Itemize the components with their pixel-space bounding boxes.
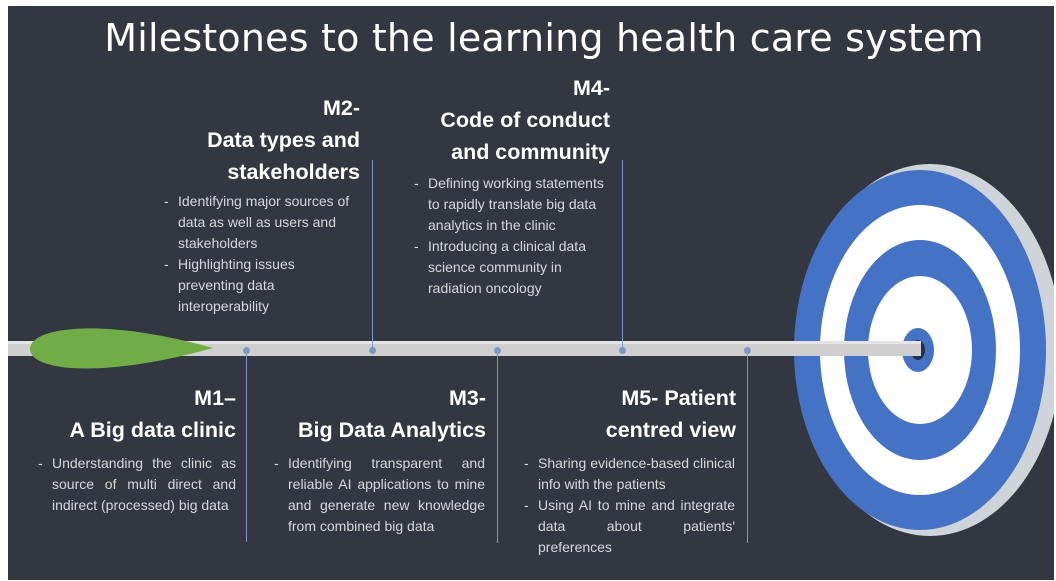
m2-bullet: Identifying major sources of data as wel…: [162, 191, 362, 254]
arrow-icon: [8, 328, 921, 369]
diagram-graphics: [8, 164, 1054, 536]
m2-bullet: Highlighting issues preventing data inte…: [162, 254, 362, 317]
m1-bullet: Understanding the clinic as source of mu…: [36, 453, 236, 516]
page-title: Milestones to the learning health care s…: [104, 16, 984, 60]
m5-dot: [744, 347, 751, 354]
m4-bullet: Introducing a clinical data science comm…: [412, 236, 612, 299]
m2-heading-line: stakeholders: [227, 160, 360, 184]
m2-heading-line: M2-: [322, 96, 360, 120]
m5-bullets: Sharing evidence-based clinical info wit…: [522, 453, 735, 558]
m5-heading-line: M5- Patient: [621, 386, 736, 410]
m5-heading-line: centred view: [605, 418, 736, 442]
m2-heading-line: Data types and: [207, 128, 360, 152]
m5-heading: M5- Patient centred view: [496, 382, 736, 446]
m5-connector: [747, 351, 748, 543]
m4-bullet: Defining working statements to rapidly t…: [412, 173, 612, 236]
m1-connector: [246, 351, 247, 542]
m2-dot: [369, 347, 376, 354]
m4-connector: [622, 160, 623, 351]
m3-connector: [497, 351, 498, 543]
m4-bullets: Defining working statements to rapidly t…: [412, 173, 612, 299]
m3-dot: [494, 347, 501, 354]
m2-connector: [372, 160, 373, 351]
m3-heading-line: Big Data Analytics: [298, 418, 486, 442]
m4-heading-line: Code of conduct: [440, 108, 610, 132]
m1-dot: [243, 347, 250, 354]
m3-bullet: Identifying transparent and reliable AI …: [272, 453, 485, 537]
slide: Milestones to the learning health care s…: [8, 6, 1054, 580]
m2-bullets: Identifying major sources of data as wel…: [162, 191, 362, 317]
m3-heading: M3- Big Data Analytics: [226, 382, 486, 446]
target-icon: [794, 164, 1054, 536]
m5-bullet: Sharing evidence-based clinical info wit…: [522, 453, 735, 495]
m1-heading: M1– A Big data clinic: [8, 382, 236, 446]
m1-heading-line: M1–: [194, 386, 236, 410]
m1-heading-line: A Big data clinic: [69, 418, 236, 442]
m5-bullet: Using AI to mine and integrate data abou…: [522, 495, 735, 558]
m4-heading: M4- Code of conduct and community: [370, 72, 610, 168]
m4-dot: [619, 347, 626, 354]
m4-heading-line: and community: [451, 140, 610, 164]
m2-heading: M2- Data types and stakeholders: [120, 92, 360, 188]
m3-bullets: Identifying transparent and reliable AI …: [272, 453, 485, 537]
m4-heading-line: M4-: [572, 76, 610, 100]
m3-heading-line: M3-: [448, 386, 486, 410]
m1-bullets: Understanding the clinic as source of mu…: [36, 453, 236, 516]
